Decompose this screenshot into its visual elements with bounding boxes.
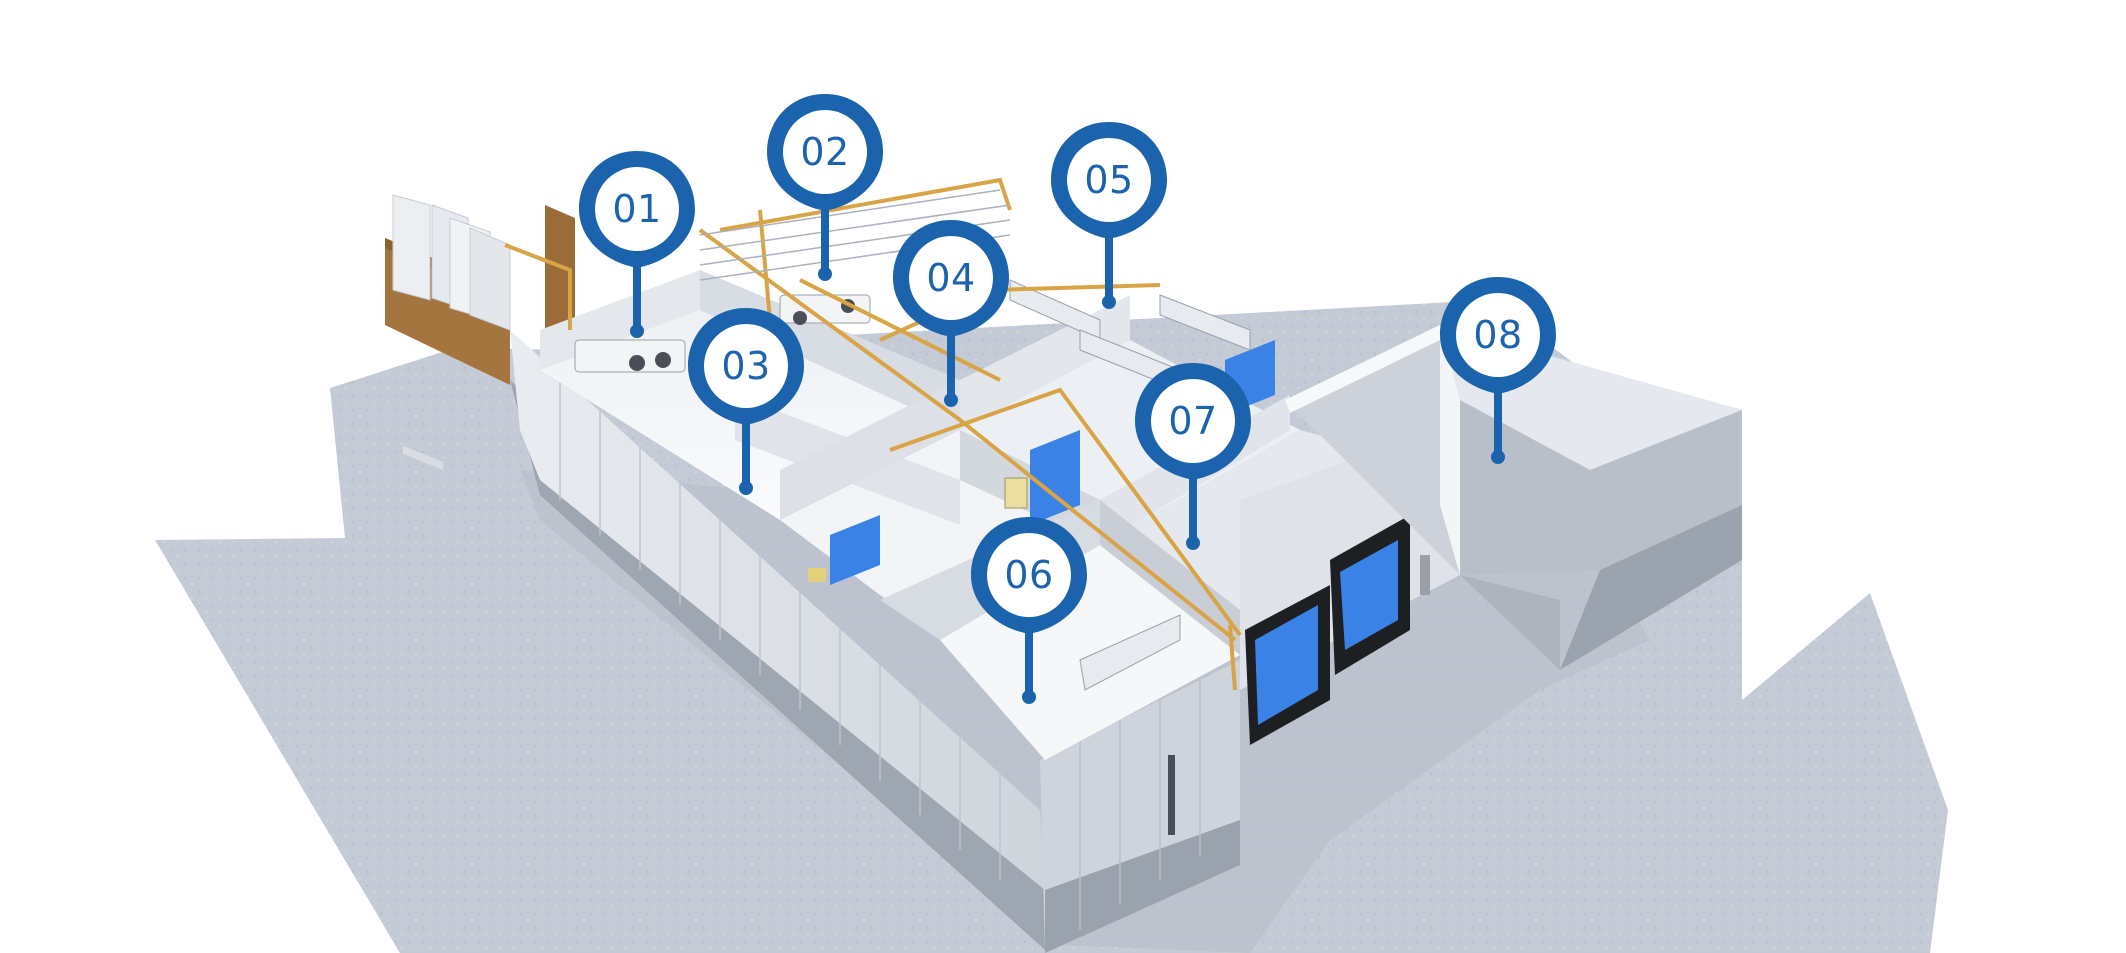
- marker-label: 06: [1004, 553, 1054, 597]
- evaporator-units: [574, 279, 1251, 691]
- marker-label: 08: [1473, 313, 1523, 357]
- marker-01[interactable]: 01: [575, 147, 699, 338]
- map-pin-icon: [893, 220, 1009, 407]
- map-pin-icon: [767, 94, 883, 281]
- marker-05[interactable]: 05: [1047, 118, 1171, 309]
- map-pin-icon: [1440, 277, 1556, 464]
- marker-08[interactable]: 08: [1436, 273, 1560, 464]
- marker-03[interactable]: 03: [684, 304, 808, 495]
- panel-stack: [392, 194, 511, 331]
- map-pin-icon: [1135, 363, 1251, 550]
- marker-label: 02: [800, 130, 850, 174]
- map-pin-icon: [1051, 122, 1167, 309]
- interior-doors: [808, 340, 1275, 585]
- marker-02[interactable]: 02: [763, 90, 887, 281]
- map-pin-icon: [688, 308, 804, 495]
- marker-label: 01: [612, 187, 662, 231]
- map-pin-icon: [971, 517, 1087, 704]
- marker-06[interactable]: 06: [967, 513, 1091, 704]
- marker-04[interactable]: 04: [889, 216, 1013, 407]
- marker-label: 03: [721, 344, 771, 388]
- marker-label: 04: [926, 256, 976, 300]
- map-pin-icon: [579, 151, 695, 338]
- copper-pipes: [504, 177, 1242, 691]
- marker-label: 07: [1168, 399, 1218, 443]
- marker-07[interactable]: 07: [1131, 359, 1255, 550]
- marker-label: 05: [1084, 158, 1134, 202]
- left-outer-wall: [510, 330, 1240, 953]
